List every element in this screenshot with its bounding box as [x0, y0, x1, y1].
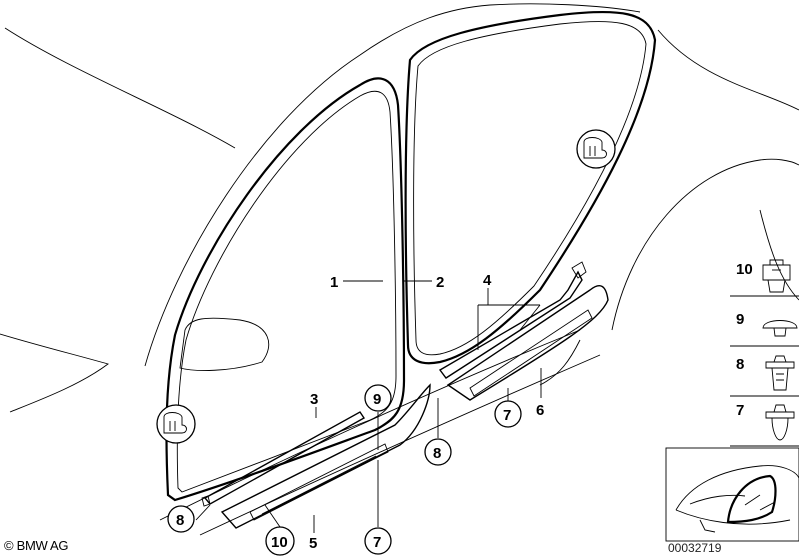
callout-5: 5 [309, 535, 317, 552]
callout-8a: 8 [176, 512, 184, 529]
callout-1: 1 [330, 274, 338, 291]
location-thumbnail [665, 447, 799, 542]
callout-7a-circle [494, 400, 522, 428]
copyright-text: © BMW AG [4, 538, 69, 553]
expanding-nut-icon [762, 259, 791, 293]
legend-label-9: 9 [736, 311, 744, 328]
callout-4: 4 [483, 272, 492, 289]
callout-2: 2 [436, 274, 444, 291]
car-body-outline [0, 3, 799, 536]
legend-label-10: 10 [736, 261, 753, 278]
callout-3: 3 [310, 391, 318, 408]
plug-clip-icon [765, 404, 795, 441]
clip-fastener-icon [765, 355, 795, 391]
rivet-button-icon [762, 320, 798, 337]
callout-7a: 7 [503, 407, 511, 424]
document-number: 00032719 [668, 541, 722, 555]
callout-8a-circle [167, 505, 195, 533]
clip-symbol-rear [576, 129, 616, 169]
callout-7b: 7 [373, 534, 381, 551]
callout-10-circle [265, 526, 295, 556]
front-sill-strip [201, 411, 366, 507]
rear-entrance-strip [446, 284, 609, 401]
legend-label-7: 7 [736, 402, 744, 419]
front-entrance-strip [220, 383, 431, 529]
callout-8b-circle [424, 438, 452, 466]
callout-9-circle [364, 384, 392, 412]
clip-symbol-front [156, 404, 196, 444]
callout-8b: 8 [433, 445, 441, 462]
rear-door-seal [404, 10, 657, 365]
callout-10: 10 [271, 534, 288, 551]
fastener-legend: 10 9 8 7 [730, 259, 799, 447]
front-door-seal [165, 77, 406, 502]
leader-lines [195, 280, 542, 533]
callout-7b-circle [364, 527, 392, 555]
callout-9: 9 [373, 391, 381, 408]
callouts: 1 2 4 3 9 8 7 6 8 10 5 7 [167, 272, 544, 556]
legend-label-8: 8 [736, 356, 744, 373]
rear-sill-strip [438, 261, 587, 379]
callout-6: 6 [536, 402, 544, 419]
